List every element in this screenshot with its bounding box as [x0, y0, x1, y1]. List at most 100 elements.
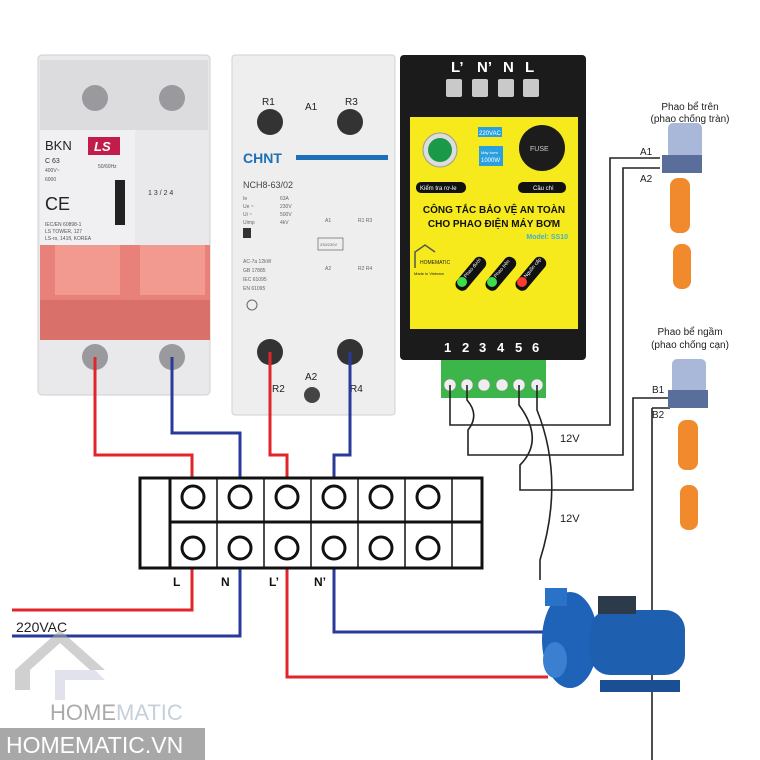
breaker-freq: 50/60Hz: [98, 164, 117, 170]
power-badge: 1000W: [481, 158, 500, 164]
spec-line: GB 17885: [243, 268, 266, 274]
breaker-address: LS-ro, 141fl, KOREA: [45, 236, 92, 242]
breaker-handle[interactable]: [140, 245, 205, 295]
signal-terminal-block: [441, 360, 546, 398]
led-light: [457, 277, 467, 287]
relay-test-button[interactable]: [428, 138, 452, 162]
terminal-screw: [274, 484, 300, 510]
breaker-code: 6000: [45, 177, 56, 183]
float-terminal-b1: B1: [652, 385, 665, 396]
fuse-holder[interactable]: [519, 125, 565, 171]
terminal-label: N’: [477, 59, 492, 76]
signal-wires: [449, 157, 670, 760]
terminal-screw: [180, 535, 206, 561]
breaker-address: LS TOWER, 127: [45, 229, 82, 235]
contactor-screw: [257, 109, 283, 135]
terminal-screw: [415, 484, 441, 510]
contactor-label: R3: [345, 97, 358, 108]
spec-value: 4kV: [280, 220, 289, 226]
water-pump: [542, 588, 685, 692]
voltage-label-12v: 12V: [560, 433, 580, 445]
float-title: Phao bể trên: [661, 101, 718, 113]
terminal-label: N: [503, 59, 514, 76]
spec-line: AC-7a 12kW: [243, 259, 272, 265]
led-light: [517, 277, 527, 287]
lower-float-switch: Phao bể ngầm (phao chống cạn) B1 B2: [651, 326, 729, 530]
float-subtitle: (phao chống cạn): [651, 339, 729, 351]
terminal-label-n-prime: N’: [314, 575, 326, 589]
float-title: Phao bể ngầm: [657, 326, 722, 338]
pole-marks: 1 3 / 2 4: [148, 190, 173, 197]
ce-mark: CE: [45, 194, 70, 214]
terminal-screw: [415, 535, 441, 561]
voltage-label-12v: 12V: [560, 513, 580, 525]
schematic-r13: R1 R3: [358, 218, 372, 224]
logo-text: MATIC: [116, 700, 183, 725]
spec-value: 63A: [280, 196, 290, 202]
schematic-a2: A2: [325, 266, 331, 272]
terminal-block: L N L’ N’: [138, 476, 484, 589]
terminal-screw: [321, 535, 347, 561]
upper-float-switch: Phao bể trên (phao chống tràn) A1 A2: [640, 101, 729, 289]
logo-text: HOME: [50, 700, 116, 725]
terminal-number: 4: [497, 340, 505, 355]
power-badge: Máy bơm: [481, 150, 499, 155]
terminal-number: 1: [444, 340, 451, 355]
voltage-badge: 220VAC: [479, 131, 502, 137]
led-light: [487, 277, 497, 287]
contactor-label: A2: [305, 372, 318, 383]
terminal-number: 3: [479, 340, 486, 355]
terminal-screw: [227, 535, 253, 561]
float-terminal-b2: B2: [652, 410, 665, 421]
terminal-screw: [368, 535, 394, 561]
breaker-brand: BKN: [45, 138, 72, 153]
float-subtitle: (phao chống tràn): [651, 113, 730, 125]
terminal-screw: [180, 484, 206, 510]
controller-title: CHO PHAO ĐIỆN MÁY BƠM: [428, 217, 560, 230]
breaker-rating: C 63: [45, 158, 60, 165]
terminal-number: 5: [515, 340, 522, 355]
schematic-coil: 230/230V: [320, 242, 337, 247]
terminal-label-n: N: [221, 575, 230, 589]
controller-title: CÔNG TẮC BẢO VỆ AN TOÀN: [423, 203, 565, 216]
power-wires: [12, 352, 548, 679]
supply-label: 220VAC: [16, 619, 67, 635]
spec-name: Ui ~: [243, 212, 252, 218]
fuse-text: FUSE: [530, 146, 549, 153]
schematic-r24: R2 R4: [358, 266, 372, 272]
breaker-screw: [159, 85, 185, 111]
circuit-breaker: BKN LS C 63 400V~ 6000 50/60Hz CE IEC/EN…: [37, 54, 211, 396]
contactor-model: NCH8-63/02: [243, 180, 293, 190]
terminal-screw: [227, 484, 253, 510]
breaker-standard: IEC/EN 60898-1: [45, 222, 82, 228]
spec-name: Uimp: [243, 220, 255, 226]
terminal-screw: [274, 535, 300, 561]
spec-name: Ue ~: [243, 204, 254, 210]
breaker-screw: [82, 85, 108, 111]
terminal-screw: [321, 484, 347, 510]
breaker-voltage: 400V~: [45, 168, 60, 174]
terminal-label-l: L: [173, 575, 180, 589]
schematic-a1: A1: [325, 218, 331, 224]
contactor-label: A1: [305, 102, 318, 113]
spec-name: Ie: [243, 196, 247, 202]
float-terminal-a2: A2: [640, 174, 653, 185]
terminal-number: 6: [532, 340, 539, 355]
controller-brand: HOMEMATIC: [420, 260, 451, 266]
breaker-handle[interactable]: [55, 245, 120, 295]
terminal-screw: [368, 484, 394, 510]
relay-test-label: Kiểm tra rơ-le: [420, 185, 457, 192]
spec-line: IEC 61095: [243, 277, 267, 283]
chnt-logo: CHNT: [243, 150, 282, 166]
made-in: Made in Vietnam: [414, 271, 445, 276]
float-protection-controller: L’ N’ N L Kiểm tra rơ-le 220VAC Máy bơm …: [400, 55, 586, 398]
contactor-screw: [337, 109, 363, 135]
contactor-label: R1: [262, 97, 275, 108]
terminal-label-l-prime: L’: [269, 575, 279, 589]
svg-text:HOMEMATIC: HOMEMATIC: [50, 700, 183, 725]
float-terminal-a1: A1: [640, 147, 653, 158]
terminal-number: 2: [462, 340, 469, 355]
contactor-label: R2: [272, 384, 285, 395]
